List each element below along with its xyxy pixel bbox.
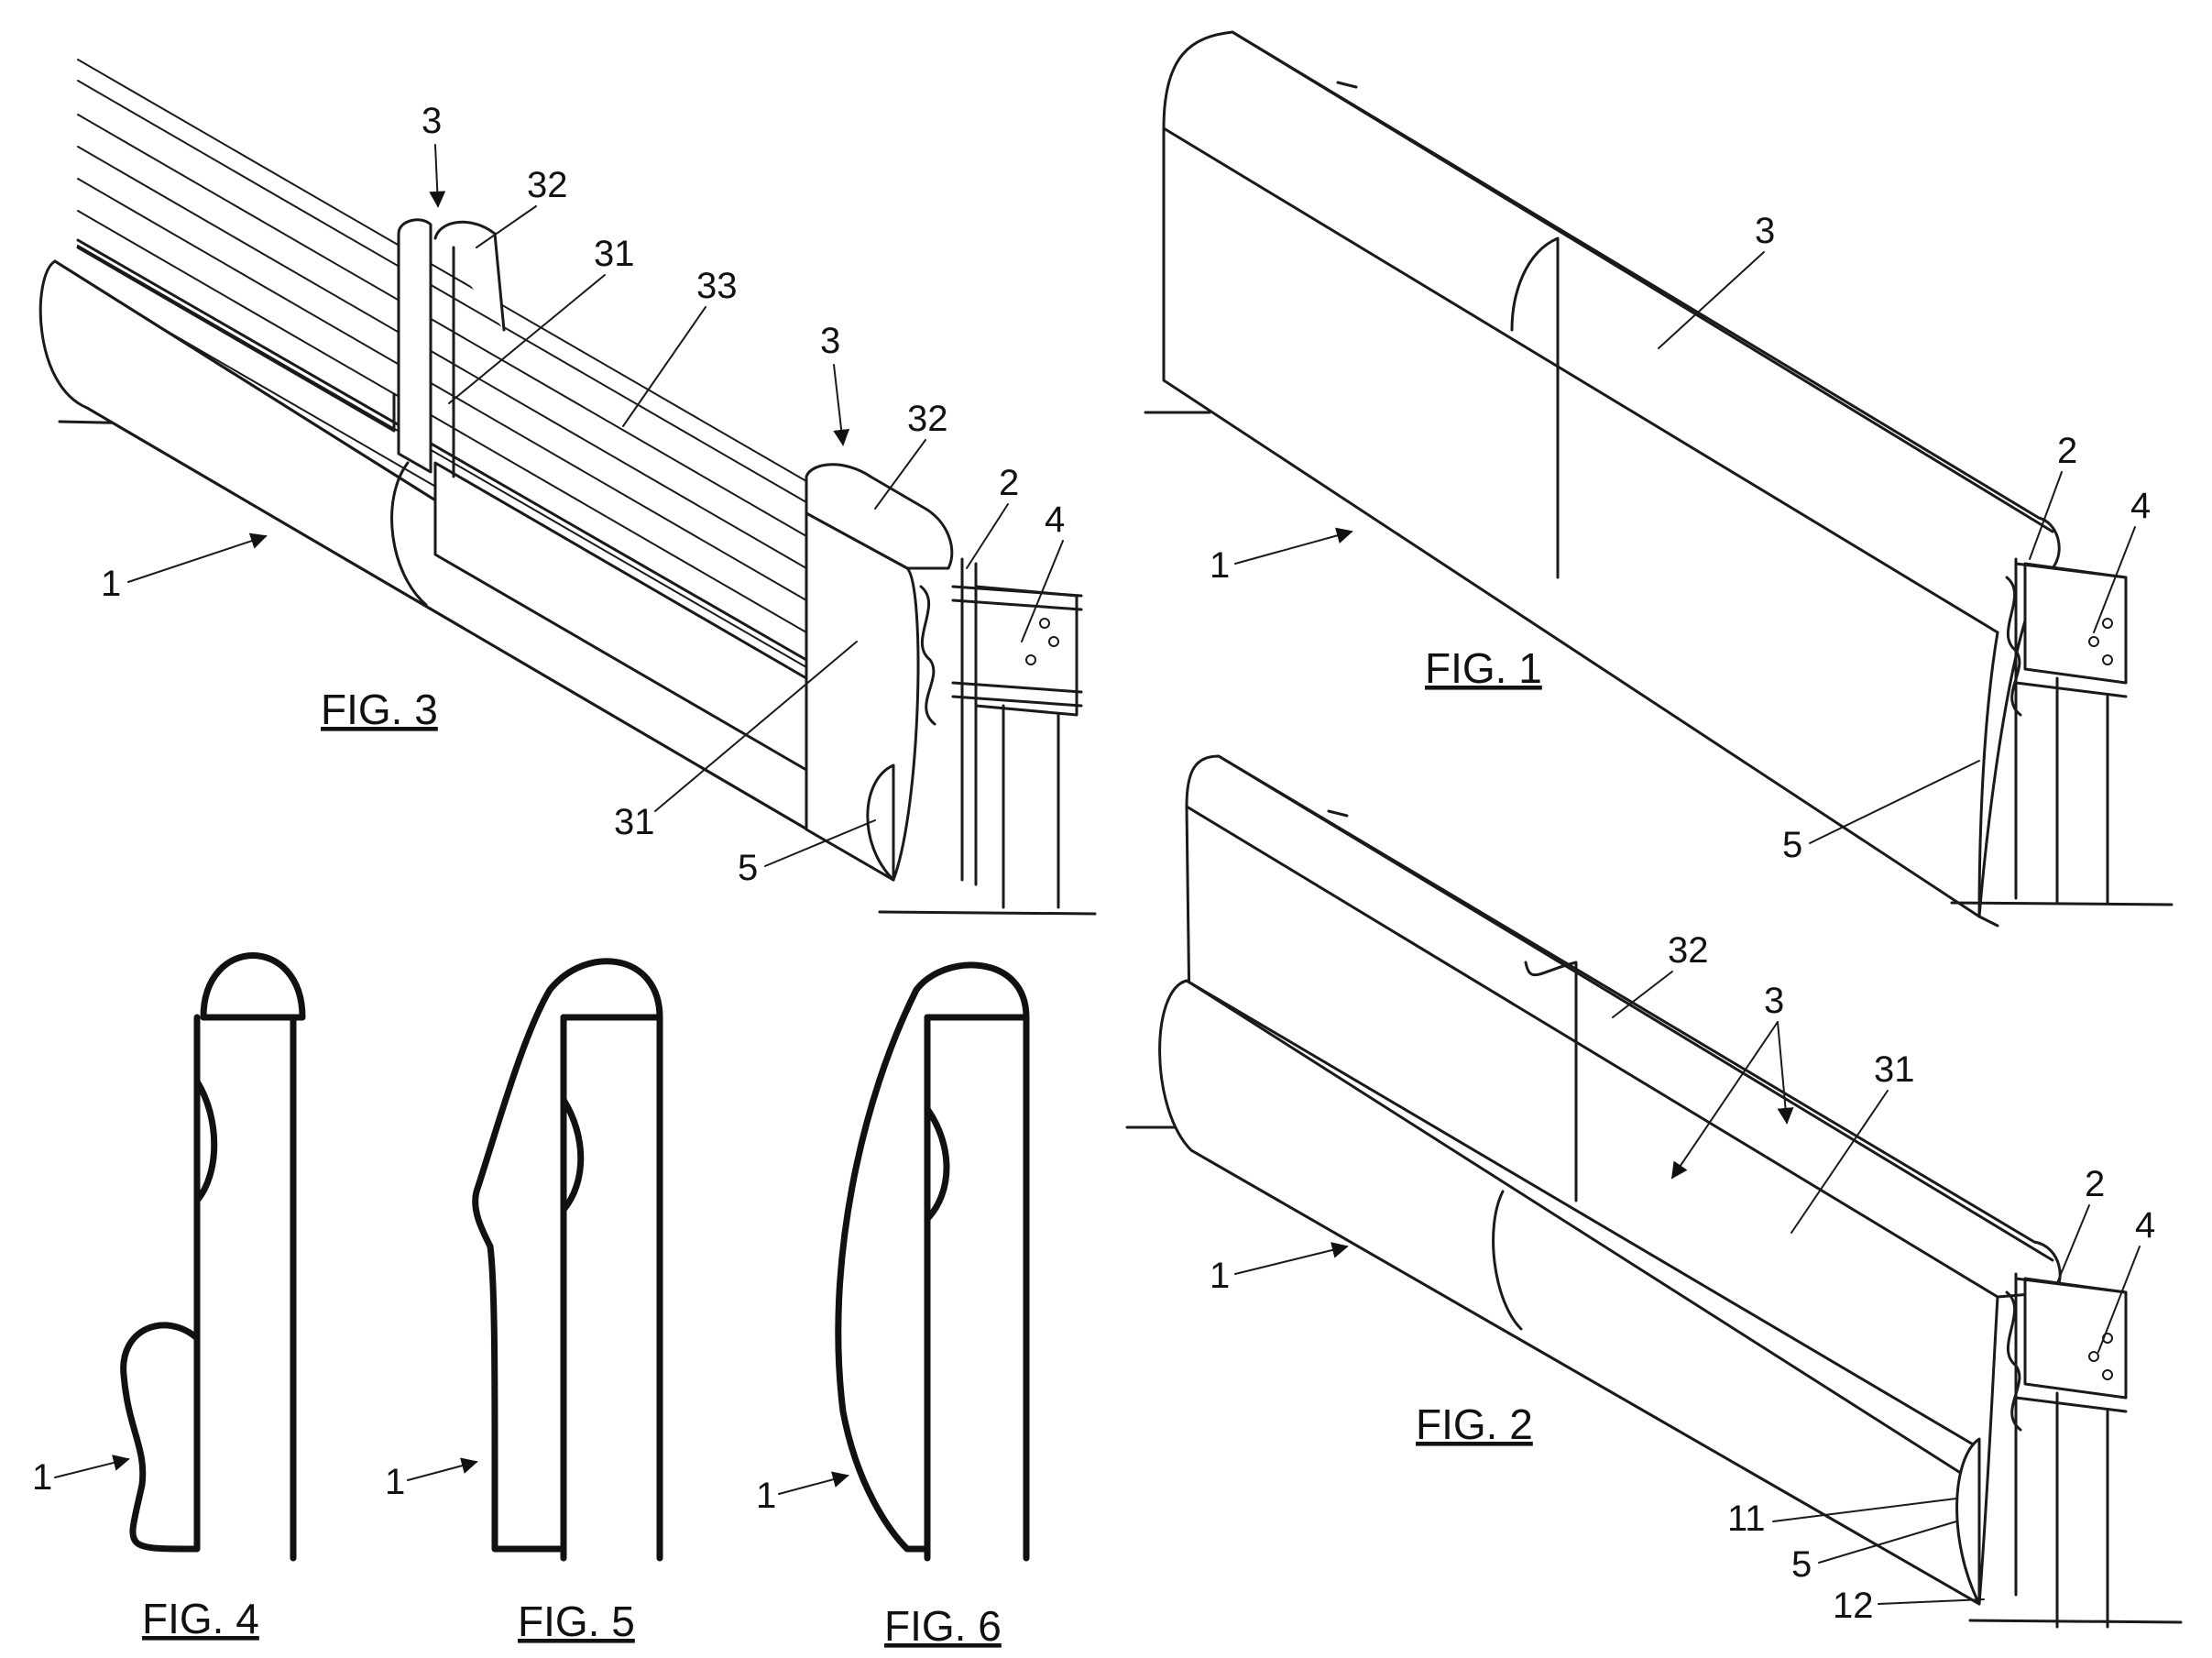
fig5-labels: 1 FIG. 5 bbox=[385, 1457, 635, 1645]
fig6-caption: FIG. 6 bbox=[884, 1602, 1002, 1650]
fig3-label-face-b: 31 bbox=[614, 802, 655, 842]
fig2-label-edge-top: 11 bbox=[1727, 1499, 1766, 1539]
fig3-label-strip-b: 32 bbox=[907, 399, 948, 439]
fig1-label-panel: 3 bbox=[1755, 211, 1775, 251]
fig3-label-lower: 5 bbox=[738, 848, 758, 888]
fig2-label-post: 4 bbox=[2135, 1205, 2155, 1246]
fig3-drawing bbox=[38, 59, 1097, 916]
fig6-labels: 1 FIG. 6 bbox=[756, 1471, 1002, 1650]
fig2-label-top-strip: 32 bbox=[1668, 930, 1709, 971]
fig2-label-face: 31 bbox=[1874, 1049, 1915, 1090]
fig3-caption: FIG. 3 bbox=[321, 686, 438, 733]
fig3-label-strip-a: 32 bbox=[527, 165, 568, 205]
fig2-label-post-gap: 2 bbox=[2085, 1164, 2105, 1204]
fig1-labels: 3 2 4 1 5 FIG. 1 bbox=[1210, 211, 2151, 865]
fig1-label-lower: 5 bbox=[1782, 825, 1802, 865]
fig2-drawing bbox=[1125, 754, 2183, 1629]
fig6-drawing bbox=[835, 961, 1030, 1562]
fig3-label-face-a: 31 bbox=[594, 234, 635, 274]
fig5-caption: FIG. 5 bbox=[518, 1598, 635, 1645]
fig3-label-panel-b: 3 bbox=[820, 321, 840, 361]
fig3-label-post: 4 bbox=[1045, 500, 1065, 540]
fig4-drawing bbox=[120, 952, 306, 1562]
fig2-labels: 32 3 31 2 4 1 11 5 12 FIG. 2 bbox=[1210, 930, 2155, 1626]
fig2-label-edge-bottom: 12 bbox=[1833, 1586, 1874, 1626]
fig1-drawing bbox=[1144, 30, 2174, 928]
fig1-caption: FIG. 1 bbox=[1425, 644, 1542, 692]
fig5-label-barrier: 1 bbox=[385, 1462, 405, 1502]
fig3-label-barrier: 1 bbox=[101, 564, 121, 604]
fig3-label-panel-a: 3 bbox=[422, 101, 442, 141]
fig1-label-barrier: 1 bbox=[1210, 545, 1230, 586]
fig6-label-barrier: 1 bbox=[756, 1476, 776, 1516]
fig2-label-panel: 3 bbox=[1764, 981, 1784, 1021]
fig2-label-lower: 5 bbox=[1791, 1544, 1812, 1585]
fig4-labels: 1 FIG. 4 bbox=[32, 1455, 259, 1642]
fig4-caption: FIG. 4 bbox=[142, 1595, 259, 1642]
fig5-drawing bbox=[472, 958, 663, 1562]
fig3-label-post-gap: 2 bbox=[999, 463, 1019, 503]
fig4-label-barrier: 1 bbox=[32, 1457, 52, 1498]
fig1-label-post: 4 bbox=[2130, 486, 2151, 526]
fig2-caption: FIG. 2 bbox=[1416, 1400, 1533, 1448]
fig2-label-barrier: 1 bbox=[1210, 1256, 1230, 1296]
fig3-labels: 3 32 31 33 3 32 2 4 1 31 5 FIG. 3 bbox=[101, 101, 1065, 888]
fig3-label-ribs: 33 bbox=[696, 266, 738, 306]
fig1-label-post-gap: 2 bbox=[2057, 431, 2077, 471]
